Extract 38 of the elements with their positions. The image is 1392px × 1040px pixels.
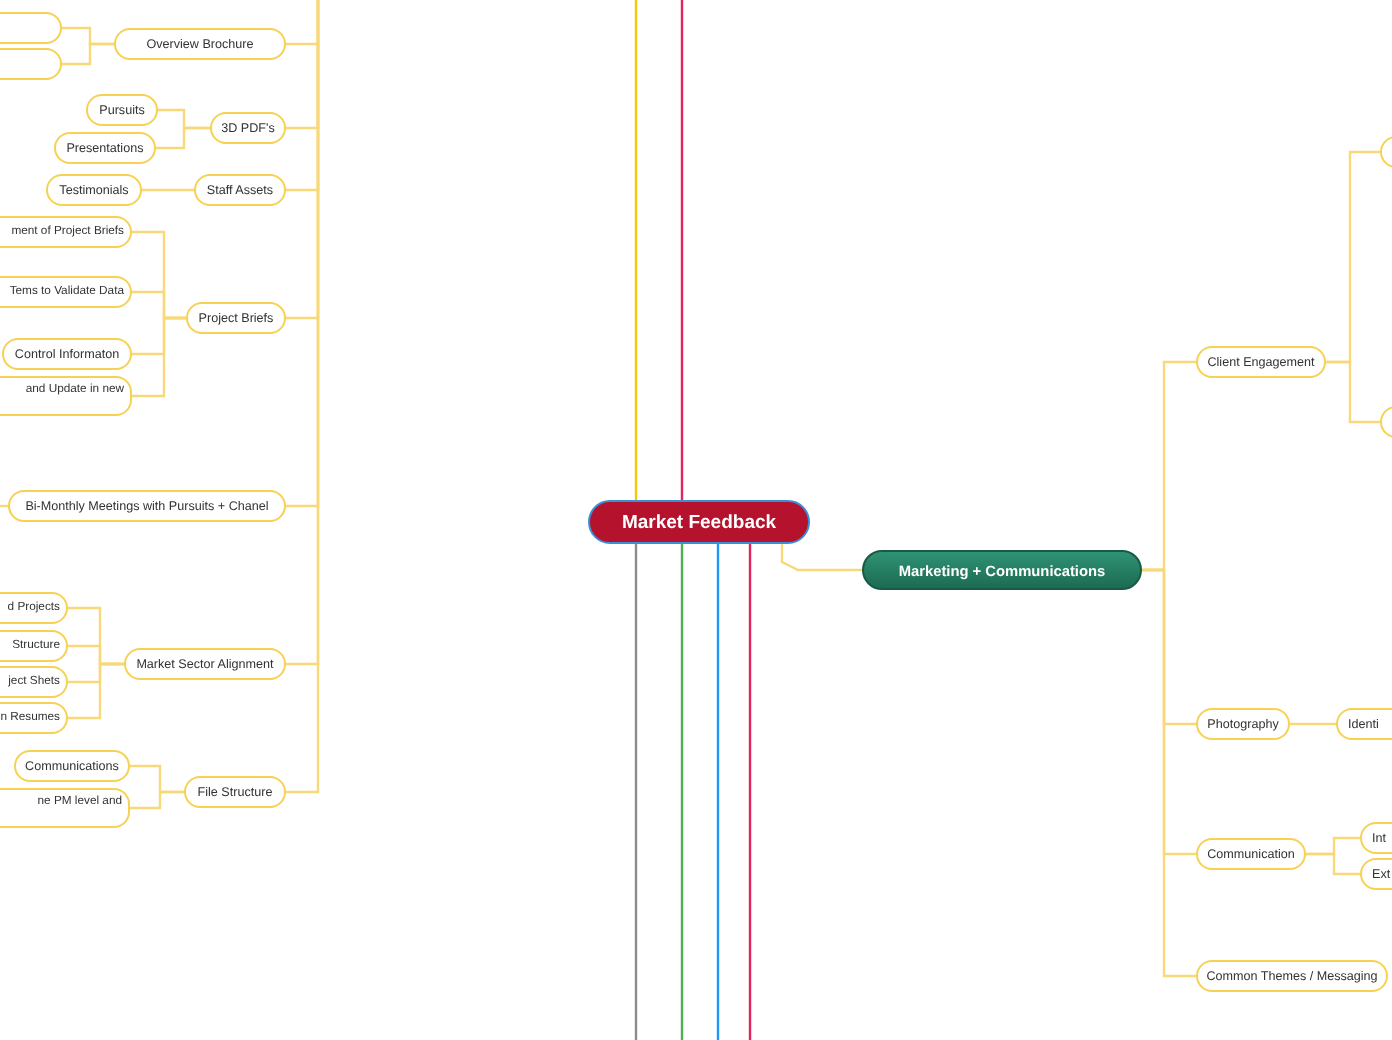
connector-line [130, 790, 184, 810]
subtopic-pill [14, 750, 130, 782]
connector-line [716, 544, 720, 1040]
connector-line [142, 188, 194, 192]
subtopic-pill [1196, 838, 1306, 870]
topic-label: Market Feedback [621, 511, 777, 533]
connector-line [1306, 852, 1360, 876]
subtopic-pill [124, 648, 286, 680]
subtopic-pill [86, 94, 158, 126]
subtopic-pill [2, 338, 132, 370]
connector-line [68, 662, 124, 720]
connector-line [1290, 722, 1336, 726]
central-topic [588, 500, 810, 544]
main-topic [862, 550, 1142, 590]
connector-line [780, 544, 862, 572]
subtopic-pill [194, 174, 286, 206]
connector-line [286, 0, 320, 794]
connector-line [748, 544, 752, 1040]
subtopic-pill [1196, 346, 1326, 378]
subtopic-pill [8, 490, 286, 522]
connector-line [1142, 568, 1196, 978]
connector-line [62, 42, 114, 66]
connector-line [680, 544, 684, 1040]
subtopic-pill [1196, 960, 1388, 992]
subtopic-pill [46, 174, 142, 206]
connector-line [156, 126, 210, 150]
connector-line [634, 0, 638, 500]
subtopic-pill [54, 132, 156, 164]
connector-line [634, 544, 638, 1040]
connector-line [132, 316, 186, 398]
connector-line [1326, 360, 1380, 424]
connector-line [680, 0, 684, 500]
subtopic-pill [186, 302, 286, 334]
connector-line [0, 504, 8, 508]
subtopic-pill [210, 112, 286, 144]
subtopic-pill [1196, 708, 1290, 740]
subtopic-pill [184, 776, 286, 808]
subtopic-pill [114, 28, 286, 60]
